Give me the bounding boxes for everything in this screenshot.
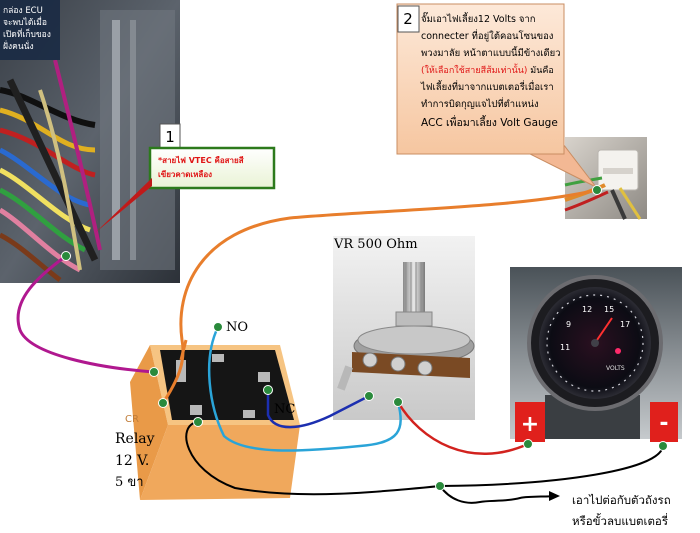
callout-1-number: 1: [165, 128, 175, 146]
junction-ground: [435, 481, 445, 491]
gauge-volts-label: VOLTS: [606, 365, 625, 372]
plus-terminal: [515, 402, 545, 442]
svg-text:11: 11: [560, 343, 570, 352]
no-label: NO: [226, 320, 248, 335]
svg-text:9: 9: [566, 320, 571, 329]
junction-relay-vtec: [149, 367, 159, 377]
plus-label: +: [521, 412, 539, 437]
relay-label-3: 5 ขา: [115, 475, 144, 490]
ecu-note: กล่อง ECU จะพบได้เมื่อ เปิดที่เก็บของ ฝั…: [3, 6, 51, 52]
relay-label-1: Relay: [115, 431, 155, 447]
black-wire-ground: [439, 485, 556, 504]
junction-relay-no: [213, 322, 223, 332]
ground-label-1: เอาไปต่อกับตัวถังรถ: [572, 493, 671, 507]
junction-relay-ground: [193, 417, 203, 427]
callout-1: 1 *สายไฟ VTEC คือสายสี เขียวคาดเหลือง: [96, 123, 276, 232]
ecu-note-line-3: เปิดที่เก็บของ: [3, 28, 51, 40]
wires: [16, 188, 664, 504]
callout-2-line-4: (ให้เลือกใช้สายสีส้มเท่านั้น) มันคือ: [421, 63, 554, 76]
svg-text:CR: CR: [125, 414, 139, 425]
ground-arrow-icon: [549, 491, 560, 501]
gauge-photo: 9 12 15 17 11 VOLTS: [510, 267, 682, 439]
ground-label-2: หรือขั้วลบแบตเตอรี่: [572, 513, 668, 528]
junction-minus: [658, 441, 668, 451]
vr-photo: [333, 236, 475, 420]
callout-2-number: 2: [403, 10, 413, 28]
callout-2-line-5: ไฟเลี้ยงที่มาจากแบตเตอรี่เมื่อเรา: [420, 80, 554, 93]
ecu-note-line-2: จะพบได้เมื่อ: [3, 16, 47, 28]
nc-label: NC: [274, 402, 295, 417]
junction-vr-mid: [393, 397, 403, 407]
relay-label-2: 12 V.: [115, 453, 149, 469]
red-wire: [396, 401, 529, 455]
ecu-note-line-1: กล่อง ECU: [3, 6, 43, 16]
callout-2-line-6: ทำการบิดกุญแจไปที่ตำแหน่ง: [421, 97, 539, 110]
svg-text:17: 17: [620, 320, 630, 329]
junction-vr-left: [364, 391, 374, 401]
black-wire-relay: [185, 421, 441, 496]
junction-plus: [523, 439, 533, 449]
blue-wire-dark: [266, 390, 370, 429]
junctions: [61, 185, 668, 491]
minus-terminal: [650, 402, 678, 442]
callout-2-line-1: จั๊มเอาไฟเลี้ยง12 Volts จาก: [421, 11, 536, 25]
black-wire-minus: [439, 445, 664, 487]
svg-text:12: 12: [582, 305, 592, 314]
vr-label: VR 500 Ohm: [333, 237, 418, 252]
junction-acc: [592, 185, 602, 195]
callout-2: 2 จั๊มเอาไฟเลี้ยง12 Volts จาก connecter …: [396, 3, 597, 188]
callout-2-line-2: connecter ที่อยู่ใต้คอนโซนของ: [421, 29, 553, 42]
vtec-wire: [16, 254, 155, 374]
blue-wire-light: [207, 326, 402, 452]
junction-vtec: [61, 251, 71, 261]
callout-1-text: *สายไฟ VTEC คือสายสี เขียวคาดเหลือง: [158, 155, 246, 179]
junction-relay-acc: [158, 398, 168, 408]
callout-2-line-3: พวงมาลัย หน้าตาแบบนี้มีข้างเดียว: [421, 46, 561, 59]
junction-relay-nc: [263, 385, 273, 395]
svg-text:15: 15: [604, 305, 614, 314]
callout-2-line-7: ACC เพื่อมาเลี้ยง Volt Gauge: [421, 115, 558, 129]
minus-label: -: [659, 411, 668, 436]
gauge-terminals: + -: [515, 402, 678, 442]
ecu-note-line-4: ฝั่งคนนั่ง: [3, 40, 34, 52]
relay: CR: [125, 345, 300, 500]
